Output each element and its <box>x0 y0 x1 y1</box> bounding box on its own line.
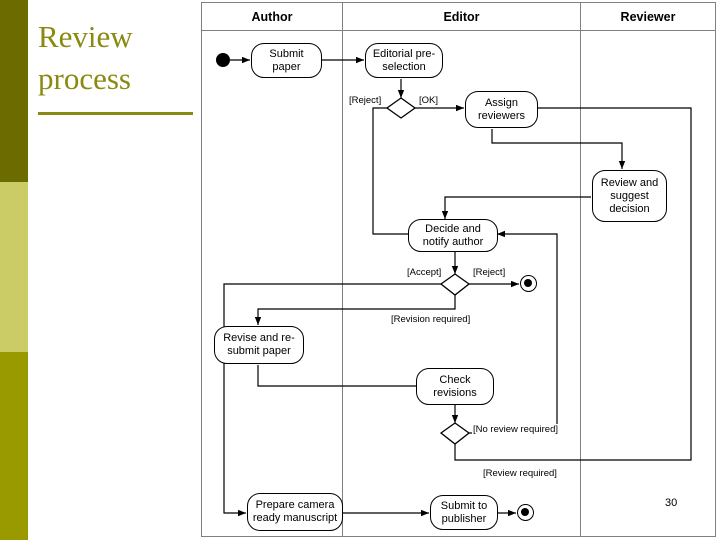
decision-editor-verdict <box>439 273 471 296</box>
activity-review-and-suggest-decision[interactable]: Review and suggest decision <box>592 170 667 222</box>
edge-reviewrequired-to-assign <box>454 104 692 461</box>
activity-prepare-camera-ready-manuscript[interactable]: Prepare camera ready manuscript <box>247 493 343 531</box>
activity-revise-and-resubmit-paper[interactable]: Revise and re- submit paper <box>214 326 304 364</box>
final-node-published <box>517 504 534 521</box>
lane-header-reviewer: Reviewer <box>581 3 715 31</box>
lane-header-reviewer-label: Reviewer <box>620 9 676 24</box>
guard-no-review-required: [No review required] <box>472 424 560 435</box>
guard-revision-required: [Revision required] <box>390 314 472 325</box>
initial-node <box>216 53 230 67</box>
edge-accept-to-prepare <box>223 283 441 517</box>
activity-submit-paper[interactable]: Submit paper <box>251 43 322 78</box>
page-title-line2: process <box>38 61 131 96</box>
guard-review-required: [Review required] <box>482 468 558 479</box>
lane-divider-editor-reviewer <box>580 3 581 536</box>
accent-band-top <box>0 0 28 182</box>
diagram-edges <box>223 56 692 517</box>
edge-revision-to-revise <box>254 295 456 325</box>
page-number: 30 <box>665 497 678 509</box>
accent-band-bottom <box>0 352 28 540</box>
decision-preselection <box>385 97 417 119</box>
lane-header-author-label: Author <box>251 9 293 24</box>
page-title-line1: Review <box>38 19 133 54</box>
activity-assign-reviewers[interactable]: Assign reviewers <box>465 91 538 128</box>
guard-accept: [Accept] <box>406 267 443 278</box>
decision-recheck <box>439 422 471 445</box>
activity-editorial-pre-selection[interactable]: Editorial pre- selection <box>365 43 443 78</box>
lane-header-author: Author <box>202 3 342 31</box>
final-node-rejected <box>520 275 537 292</box>
activity-diagram: Author Editor Reviewer <box>201 2 716 537</box>
guard-reject-preselection: [Reject] <box>348 95 383 106</box>
accent-band-middle <box>0 182 28 352</box>
page-title: Review process <box>38 16 198 100</box>
activity-check-revisions[interactable]: Check revisions <box>416 368 494 405</box>
edge-assign-to-review <box>491 129 626 169</box>
guard-reject-decision: [Reject] <box>472 267 507 278</box>
title-underline <box>38 112 193 115</box>
activity-submit-to-publisher[interactable]: Submit to publisher <box>430 495 498 530</box>
edge-revise-to-check <box>257 365 449 390</box>
lane-divider-author-editor <box>342 3 343 536</box>
edge-reject-to-decide <box>372 107 453 238</box>
edge-review-to-decide <box>441 196 591 219</box>
lane-header-editor: Editor <box>343 3 580 31</box>
activity-decide-and-notify-author[interactable]: Decide and notify author <box>408 219 498 252</box>
guard-ok: [OK] <box>418 95 440 106</box>
lane-header-editor-label: Editor <box>443 9 480 24</box>
